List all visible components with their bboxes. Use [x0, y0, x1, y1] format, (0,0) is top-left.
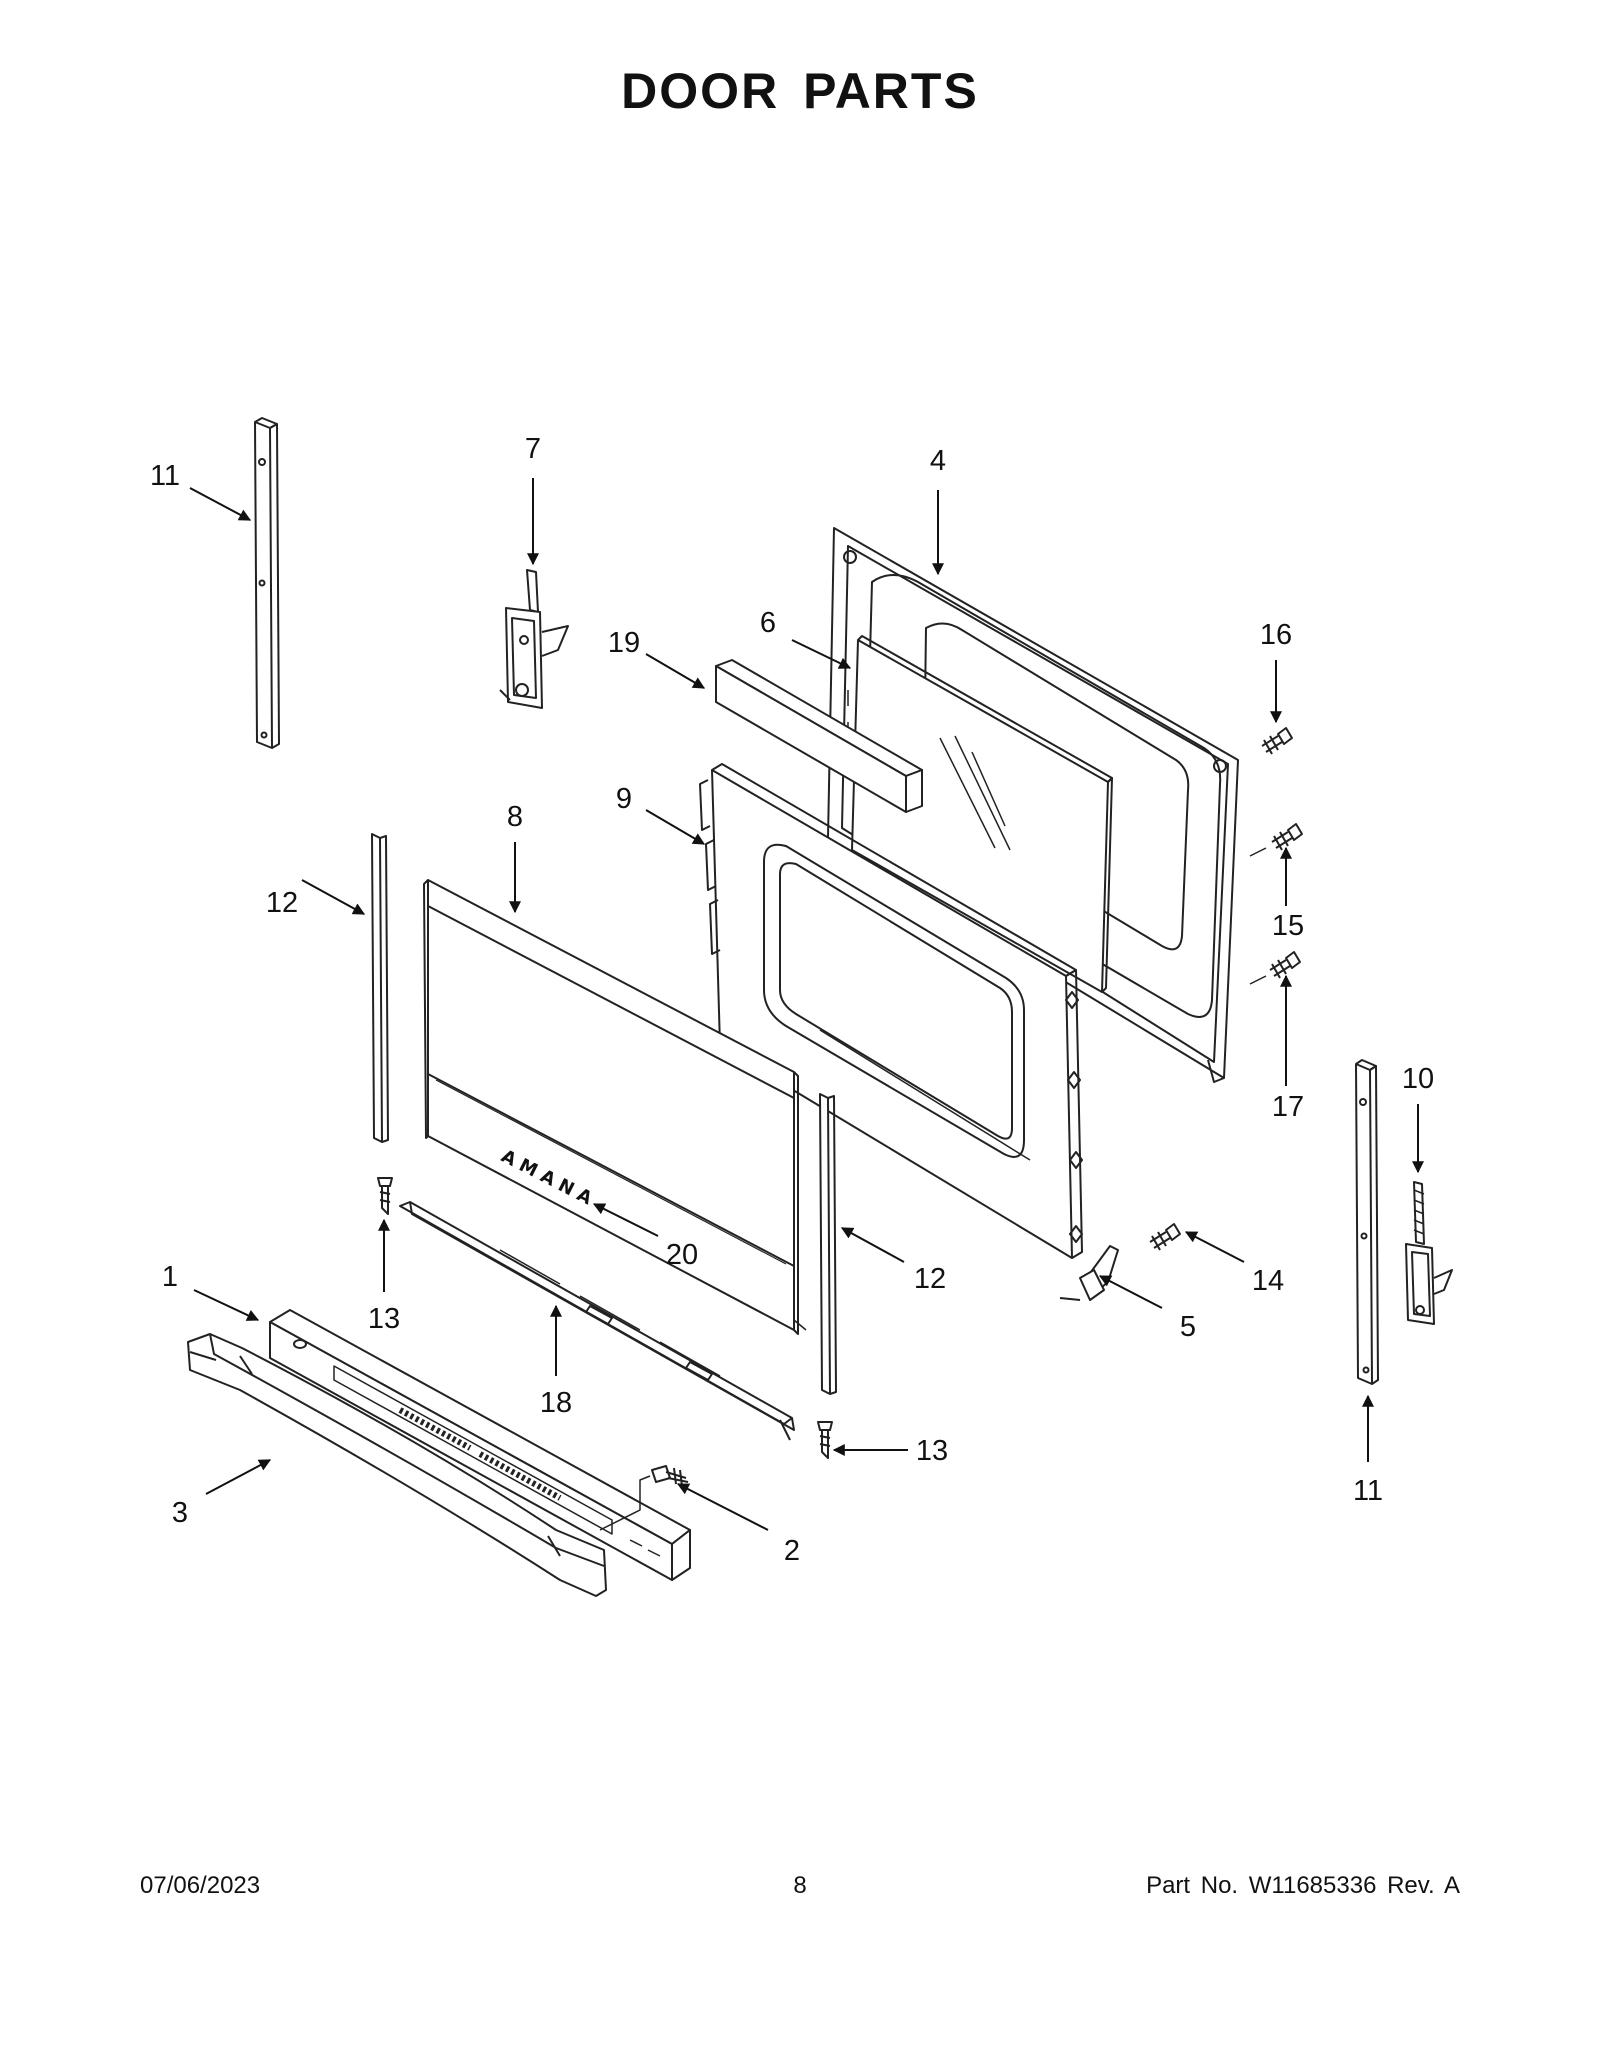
- leader-1: [193, 1289, 260, 1321]
- screw-15: [1249, 823, 1303, 857]
- hinge-receiver-right: [1355, 1059, 1379, 1385]
- door-hinge-right: [1405, 1181, 1453, 1325]
- footer-page-number: 8: [793, 1872, 807, 1899]
- screw-13-left: [377, 1177, 393, 1215]
- page-title: DOOR PARTS: [621, 63, 979, 119]
- door-handle-trim: [269, 1309, 691, 1581]
- callout-5: 5: [1180, 1311, 1196, 1343]
- callout-6: 6: [760, 607, 776, 639]
- callout-11-right: 11: [1353, 1475, 1383, 1507]
- callout-12-left: 12: [266, 887, 298, 919]
- footer-date: 07/06/2023: [140, 1872, 261, 1899]
- callout-20: 20: [666, 1239, 698, 1271]
- screw-14: [1149, 1223, 1181, 1251]
- screw-16: [1261, 727, 1293, 755]
- leader-2: [676, 1483, 769, 1531]
- leader-5: [1098, 1275, 1163, 1309]
- leader-12-right: [840, 1227, 905, 1263]
- screw-17: [1249, 951, 1301, 985]
- leader-11-left: [189, 487, 252, 521]
- door-hinge-left: [499, 569, 569, 709]
- door-insulation: [715, 659, 923, 813]
- callout-10: 10: [1402, 1063, 1434, 1095]
- door-side-trim-left: [371, 833, 389, 1143]
- callout-11-left: 11: [150, 460, 180, 492]
- callout-13-right: 13: [916, 1435, 948, 1467]
- footer-part-number: Part No. W11685336 Rev. A: [1146, 1872, 1460, 1899]
- hinge-receiver-left: [254, 417, 280, 749]
- callout-18: 18: [540, 1387, 572, 1419]
- leader-19: [645, 653, 706, 689]
- inner-door-liner: [699, 763, 1083, 1259]
- door-handle: [187, 1333, 607, 1597]
- outer-door-panel: [423, 879, 807, 1335]
- leader-14: [1184, 1231, 1245, 1263]
- callout-12-right: 12: [914, 1263, 946, 1295]
- door-vent-baffle: [399, 1201, 795, 1441]
- leader-3: [205, 1459, 272, 1495]
- callout-2: 2: [784, 1535, 800, 1567]
- callout-8: 8: [507, 801, 523, 833]
- callout-19: 19: [608, 627, 640, 659]
- leader-6: [791, 639, 852, 669]
- callout-13-left: 13: [368, 1303, 400, 1335]
- callout-1: 1: [162, 1261, 178, 1293]
- callout-9: 9: [616, 783, 632, 815]
- door-side-trim-right: [819, 1093, 837, 1395]
- callout-14: 14: [1252, 1265, 1284, 1297]
- handle-screw: [599, 1465, 689, 1531]
- callout-16: 16: [1260, 619, 1292, 651]
- callout-7: 7: [525, 433, 541, 465]
- callout-17: 17: [1272, 1091, 1304, 1123]
- leader-20: [592, 1203, 659, 1237]
- screw-13-right: [817, 1421, 833, 1459]
- leader-12-left: [301, 879, 366, 915]
- callout-4: 4: [930, 445, 946, 477]
- leader-9: [645, 809, 706, 845]
- callout-3: 3: [172, 1497, 188, 1529]
- callout-15: 15: [1272, 910, 1304, 942]
